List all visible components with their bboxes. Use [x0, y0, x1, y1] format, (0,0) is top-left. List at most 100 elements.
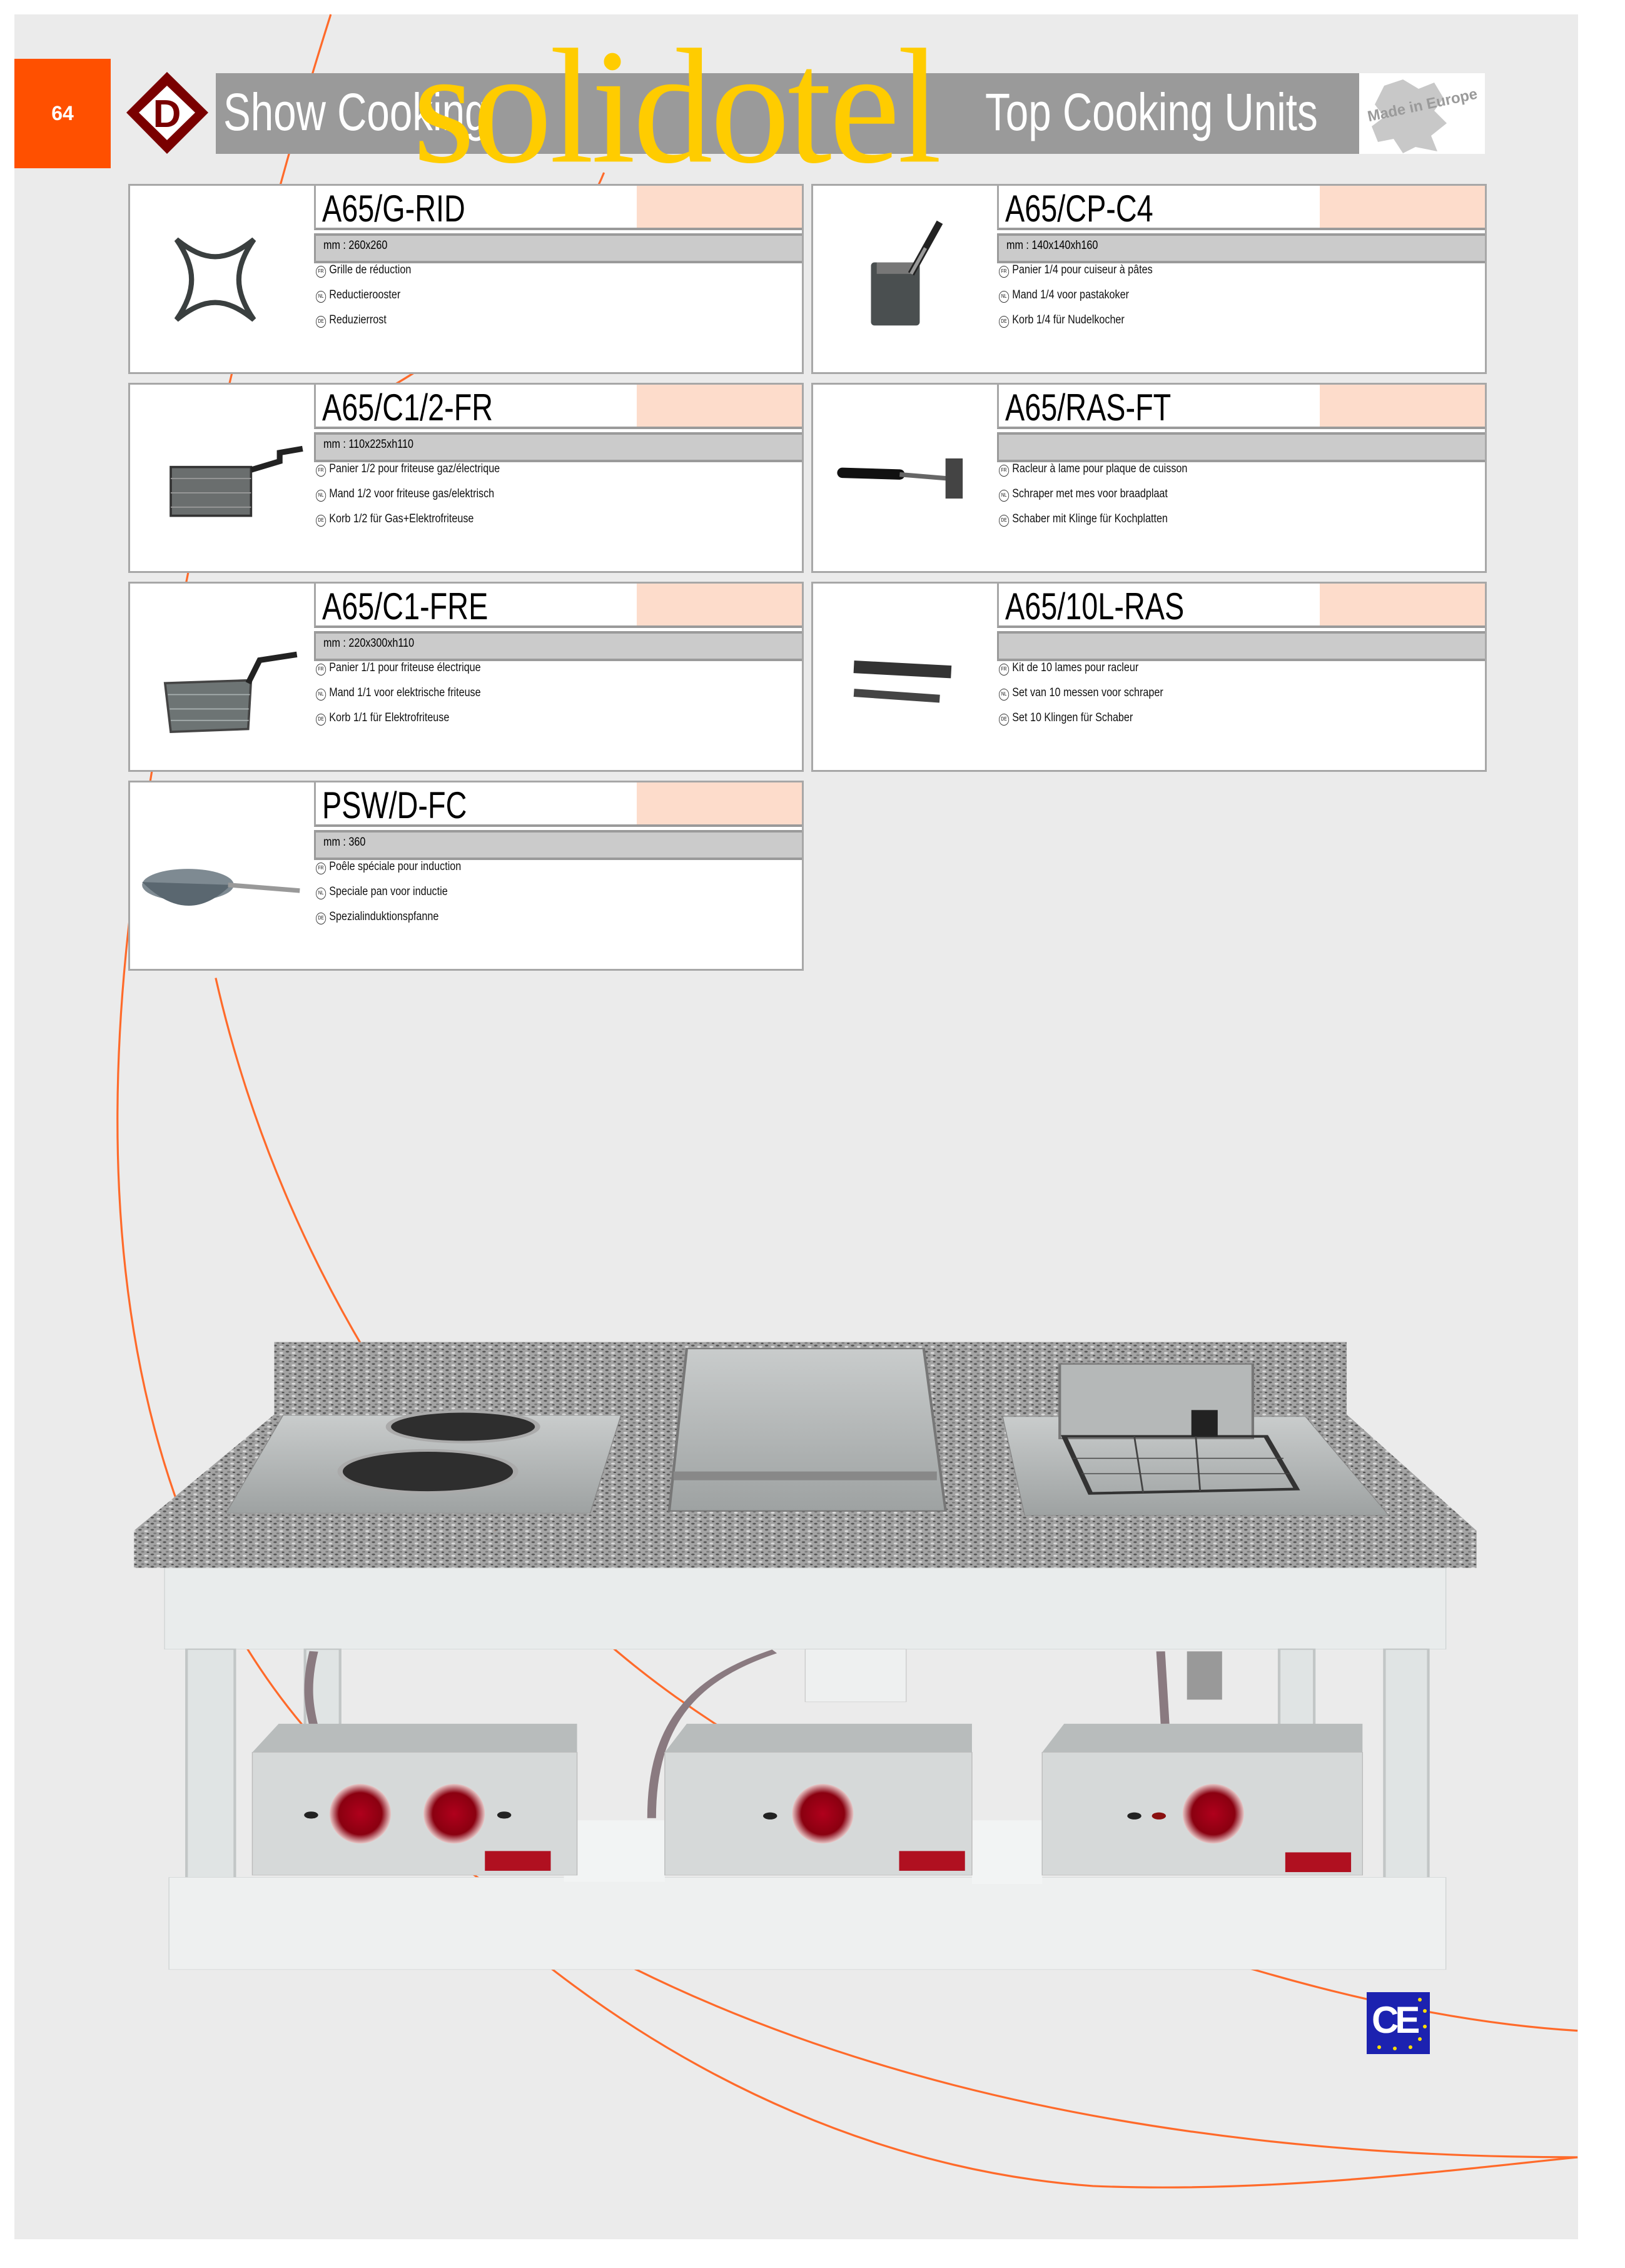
ce-mark-text: CE [1372, 1999, 1420, 2041]
leg [185, 1648, 236, 1887]
lang-badge-icon: NL [316, 888, 327, 899]
scraper-blades-icon [819, 596, 991, 759]
lang-badge-icon: FR [316, 863, 327, 874]
ce-mark-icon: CE [1367, 1992, 1430, 2054]
lang-badge-icon: DE [316, 515, 327, 527]
product-dimensions: mm : 110x225xh110 [323, 438, 413, 451]
header-bar: Show Cooking Top Cooking Units Made in E… [216, 73, 1485, 154]
product-dimensions-bar [997, 631, 1485, 661]
lang-badge-icon: DE [316, 316, 327, 328]
control-box-2 [664, 1723, 973, 1876]
lang-badge-icon: DE [316, 714, 327, 726]
price-area [637, 584, 802, 625]
product-title-box: A65/G-RID [314, 186, 802, 230]
countertop-edge [134, 1531, 1477, 1568]
product-dimensions: mm : 140x140xh160 [1006, 239, 1098, 252]
hotplate-rear [385, 1410, 540, 1444]
lang-badge-icon: DE [999, 515, 1010, 527]
price-area [1320, 584, 1485, 625]
lang-badge-icon: NL [316, 291, 327, 303]
product-dimensions: mm : 220x300xh110 [323, 637, 415, 650]
product-title-box: A65/RAS-FT [997, 385, 1485, 429]
reduction-grill-icon [136, 198, 308, 361]
lang-badge-icon: NL [999, 291, 1010, 303]
made-in-europe-badge: Made in Europe [1359, 73, 1485, 154]
pasta-basket-icon [819, 198, 991, 361]
product-title-box: A65/CP-C4 [997, 186, 1485, 230]
product-title-box: A65/C1/2-FR [314, 385, 802, 429]
product-code: A65/RAS-FT [1005, 387, 1172, 428]
page-number-tab: 64 [14, 59, 111, 168]
product-dimensions-bar: mm : 360 [314, 830, 802, 860]
lang-badge-icon: DE [316, 913, 327, 924]
fryer-lid [1058, 1363, 1255, 1439]
lang-badge-icon: NL [316, 490, 327, 502]
half-fryer-basket-icon [136, 397, 308, 560]
show-cooking-unit-image [134, 1342, 1477, 1970]
base [168, 1877, 1447, 1970]
page-number: 64 [51, 102, 74, 124]
apron [164, 1567, 1447, 1650]
product-dimensions: mm : 260x260 [323, 239, 388, 252]
fryer-basket-icon [136, 596, 308, 759]
control-box-3 [1041, 1723, 1364, 1876]
lang-badge-icon: DE [999, 316, 1010, 328]
product-dimensions-bar: mm : 110x225xh110 [314, 432, 802, 462]
brand-logo-icon: D [126, 72, 208, 154]
product-dimensions-bar: mm : 220x300xh110 [314, 631, 802, 661]
lang-badge-icon: NL [999, 490, 1010, 502]
price-area [1320, 385, 1485, 427]
lang-badge-icon: FR [999, 664, 1010, 676]
scraper-icon [819, 397, 991, 560]
product-code: A65/C1-FRE [322, 585, 489, 627]
wok-pan-icon [136, 795, 308, 958]
product-code: A65/CP-C4 [1005, 188, 1153, 230]
price-area [637, 782, 802, 824]
control-box-1 [251, 1723, 578, 1876]
price-area [637, 186, 802, 228]
product-title-box: A65/10L-RAS [997, 584, 1485, 628]
lang-badge-icon: FR [316, 664, 327, 676]
hotplate-front [337, 1449, 519, 1494]
lang-badge-icon: FR [316, 465, 327, 477]
leg [1383, 1648, 1430, 1887]
product-dimensions-bar: mm : 260x260 [314, 233, 802, 263]
leg [1277, 1648, 1316, 1738]
griddle [667, 1348, 948, 1512]
product-title-box: PSW/D-FC [314, 782, 802, 827]
lang-badge-icon: NL [316, 689, 327, 701]
solidotel-watermark: solidotel [413, 16, 942, 198]
lang-badge-icon: NL [999, 689, 1010, 701]
header-title-right: Top Cooking Units [985, 83, 1318, 141]
lang-badge-icon: DE [999, 714, 1010, 726]
product-title-box: A65/C1-FRE [314, 584, 802, 628]
header-title-left: Show Cooking [223, 83, 488, 141]
product-code: A65/C1/2-FR [322, 387, 494, 428]
product-code: PSW/D-FC [322, 784, 467, 826]
price-area [1320, 186, 1485, 228]
